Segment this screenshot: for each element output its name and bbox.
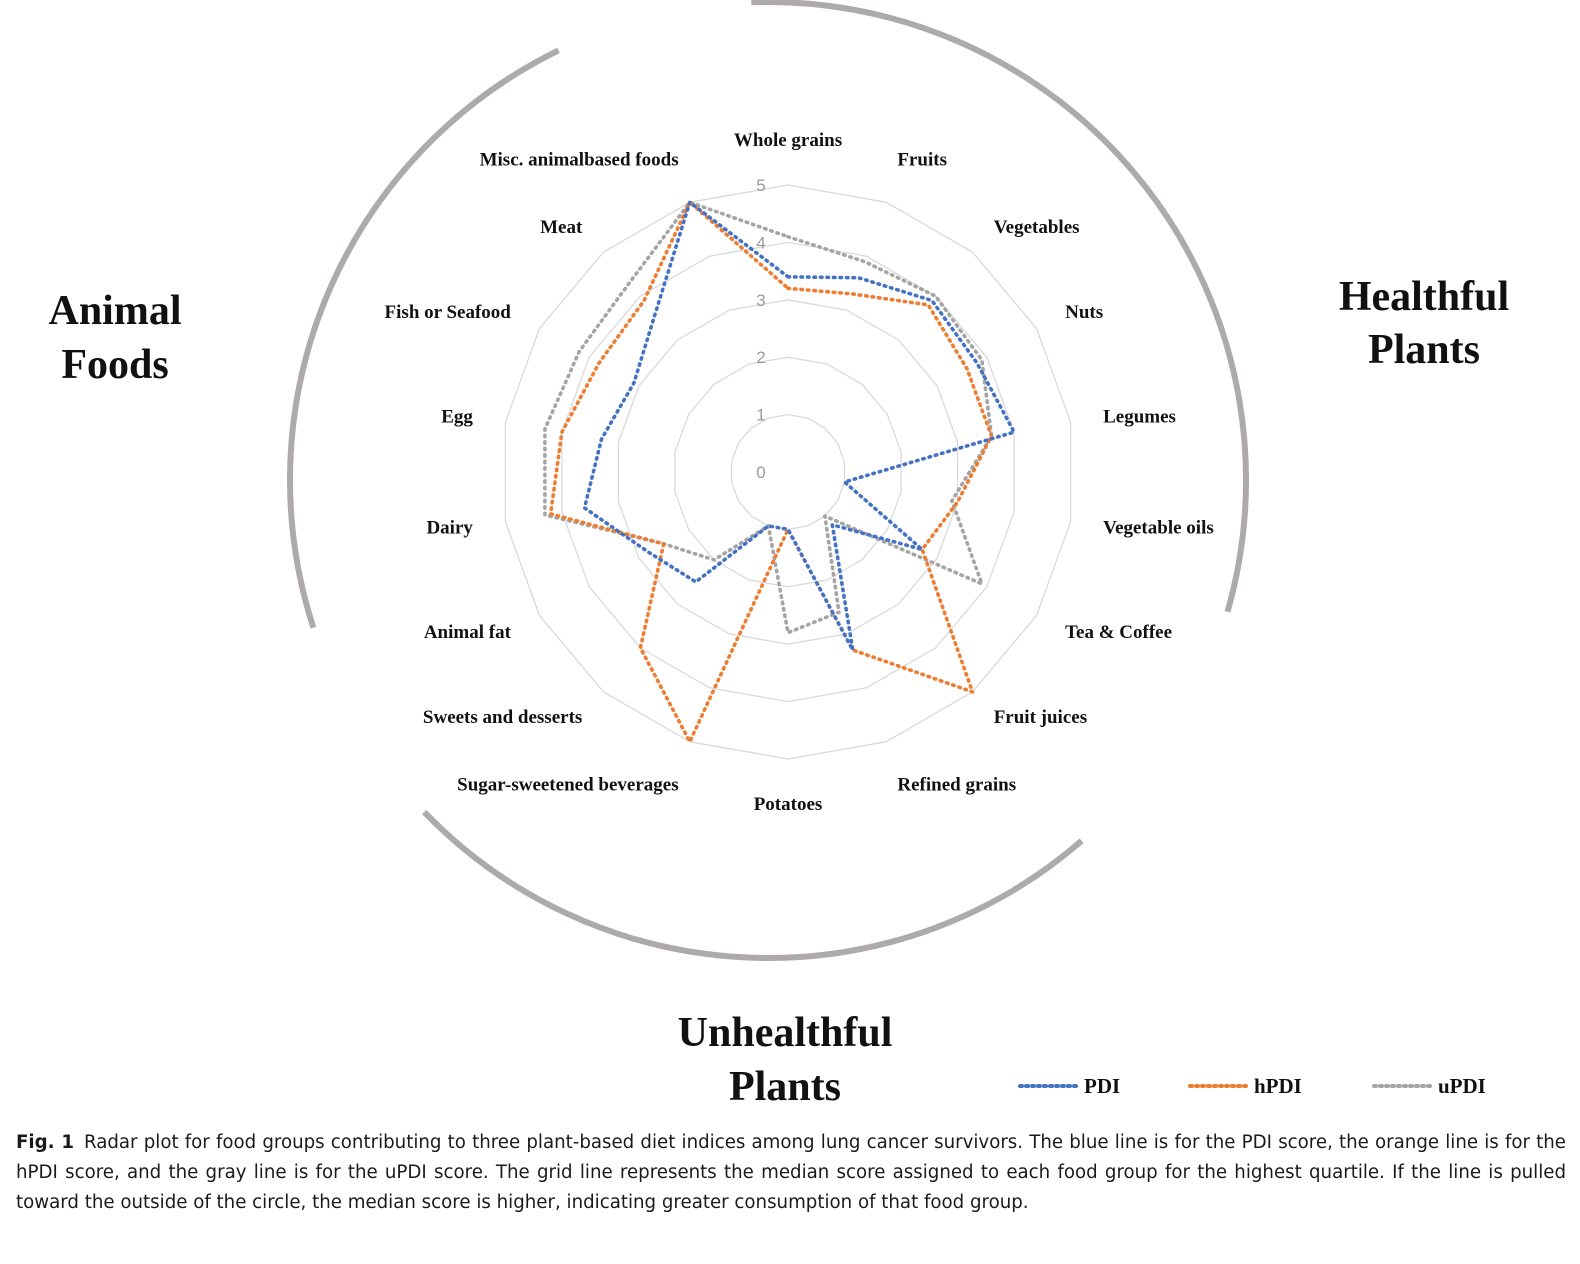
tick-label-1: 1 xyxy=(756,406,765,425)
group-label-healthful-1: Healthful xyxy=(1339,274,1509,320)
radial-ticks: 0 1 2 3 4 5 xyxy=(756,176,765,482)
tick-label-4: 4 xyxy=(756,233,765,252)
caption-text: Radar plot for food groups contributing … xyxy=(16,1132,1566,1213)
category-label: Egg xyxy=(441,406,473,427)
category-label: Misc. animalbased foods xyxy=(480,149,679,170)
category-label: Whole grains xyxy=(734,130,842,151)
category-label: Fruits xyxy=(897,149,947,170)
grid-ring-4 xyxy=(561,241,1015,703)
arc-animal xyxy=(287,47,560,629)
legend-hpdi-label: hPDI xyxy=(1254,1074,1302,1098)
category-labels: Whole grainsFruitsVegetablesNutsLegumesV… xyxy=(385,130,1214,815)
category-label: Sugar-sweetened beverages xyxy=(457,775,678,796)
legend-pdi-label: PDI xyxy=(1084,1074,1120,1098)
group-label-unhealthful-2: Plants xyxy=(729,1064,841,1110)
category-label: Nuts xyxy=(1065,302,1103,323)
group-label-animal-1: Animal xyxy=(48,288,181,334)
category-label: Vegetable oils xyxy=(1103,518,1214,539)
category-label: Dairy xyxy=(426,518,473,539)
tick-label-2: 2 xyxy=(756,348,765,367)
grid-ring-1 xyxy=(730,413,846,531)
category-label: Meat xyxy=(540,217,583,238)
group-label-unhealthful-1: Unhealthful xyxy=(678,1010,893,1056)
grid-ring-2 xyxy=(674,356,902,588)
category-label: Vegetables xyxy=(994,217,1080,238)
category-label: Potatoes xyxy=(754,794,823,815)
category-label: Fish or Seafood xyxy=(385,302,512,323)
legend-updi-label: uPDI xyxy=(1438,1074,1486,1098)
group-arcs xyxy=(287,0,1249,961)
category-label: Animal fat xyxy=(424,622,512,643)
tick-label-3: 3 xyxy=(756,291,765,310)
category-label: Tea & Coffee xyxy=(1065,622,1172,643)
series-updi xyxy=(543,200,994,635)
group-label-healthful-2: Plants xyxy=(1368,327,1480,373)
series-lines xyxy=(543,200,1016,744)
tick-label-0: 0 xyxy=(756,463,765,482)
radar-grid xyxy=(504,184,1072,760)
series-pdi xyxy=(582,200,1016,652)
grid-ring-5 xyxy=(504,184,1072,760)
category-label: Fruit juices xyxy=(994,707,1087,728)
category-label: Legumes xyxy=(1103,406,1176,427)
category-label: Refined grains xyxy=(897,775,1016,796)
arc-unhealthful xyxy=(422,809,1084,961)
series-hpdi xyxy=(548,200,994,744)
legend: PDI hPDI uPDI xyxy=(1018,1074,1486,1098)
arc-healthful xyxy=(751,0,1249,613)
tick-label-5: 5 xyxy=(756,176,765,195)
category-label: Sweets and desserts xyxy=(423,707,582,728)
grid-ring-3 xyxy=(617,299,959,645)
figure-label: Fig. 1 xyxy=(16,1132,74,1153)
group-label-animal-2: Foods xyxy=(61,342,168,388)
